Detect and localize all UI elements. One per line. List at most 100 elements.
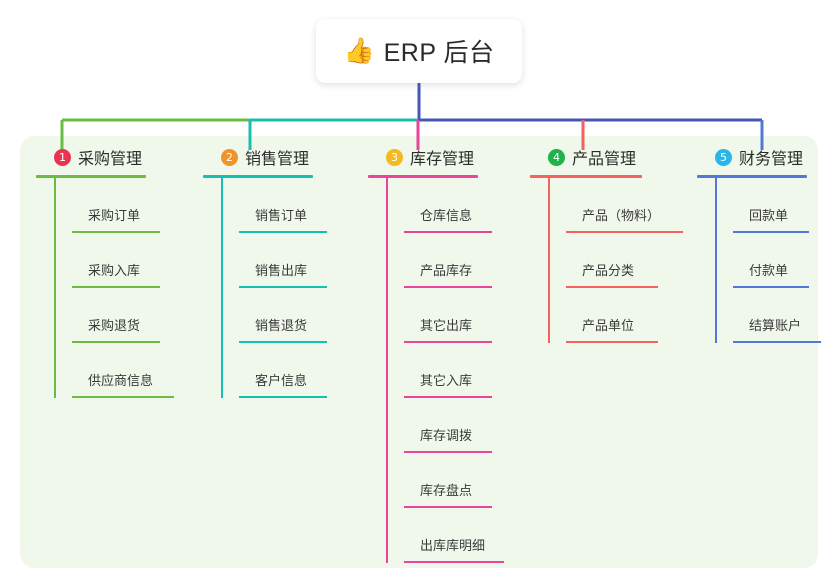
leaf-item[interactable]: 销售退货 [239,288,327,343]
leaf-item-rule [239,341,327,343]
diagram-background-panel [20,136,818,568]
column-items-4: 产品（物料） 产品分类产品单位 [530,178,683,343]
leaf-item-label: 销售出库 [255,263,308,278]
leaf-item-label: 销售退货 [255,318,308,333]
leaf-item[interactable]: 采购退货 [72,288,160,343]
leaf-item[interactable]: 付款单 [733,233,809,288]
leaf-item-rule [733,286,809,288]
column-header-5[interactable]: 5 财务管理 [697,145,807,169]
leaf-item[interactable]: 客户信息 [239,343,327,398]
leaf-item-label: 采购退货 [88,318,141,333]
column-items-2: 销售订单销售出库销售退货客户信息 [203,178,327,398]
leaf-item-rule [404,506,492,508]
column-1: 1 采购管理采购订单采购入库采购退货供应商信息 [36,145,174,398]
column-underline-1 [36,175,146,178]
leaf-item[interactable]: 库存调拨 [404,398,492,453]
leaf-item-rule [733,341,821,343]
column-3: 3 库存管理仓库信息产品库存其它出库其它入库库存调拨库存盘点出库库明细 [368,145,504,563]
leaf-item-rule [733,231,809,233]
leaf-item-label: 产品分类 [582,263,635,278]
column-number-badge-1: 1 [54,148,71,166]
leaf-item-label: 出库库明细 [420,538,486,553]
leaf-item[interactable]: 销售出库 [239,233,327,288]
leaf-item-label: 结算账户 [749,318,802,333]
leaf-item-rule [404,341,492,343]
column-trunk-4 [548,178,550,343]
leaf-item-rule [239,286,327,288]
column-number-badge-3: 3 [386,148,403,166]
leaf-item-label: 销售订单 [255,208,308,223]
column-5: 5 财务管理回款单付款单结算账户 [697,145,821,343]
column-title-4: 产品管理 [572,151,637,168]
leaf-item[interactable]: 其它入库 [404,343,492,398]
leaf-item-label: 回款单 [749,208,789,223]
column-title-3: 库存管理 [410,151,475,168]
leaf-item-label: 产品库存 [420,263,473,278]
leaf-item-rule [404,396,492,398]
column-header-2[interactable]: 2 销售管理 [203,145,313,169]
leaf-item-rule [566,286,658,288]
leaf-item[interactable]: 产品库存 [404,233,492,288]
leaf-item-rule [72,396,174,398]
leaf-item-label: 采购入库 [88,263,141,278]
column-number-badge-2: 2 [221,148,238,166]
leaf-item-rule [566,231,683,233]
column-items-1: 采购订单采购入库采购退货供应商信息 [36,178,174,398]
leaf-item-label: 仓库信息 [420,208,473,223]
leaf-item[interactable]: 采购订单 [72,178,160,233]
column-underline-3 [368,175,478,178]
leaf-item[interactable]: 结算账户 [733,288,821,343]
leaf-item-rule [72,231,160,233]
leaf-item[interactable]: 其它出库 [404,288,492,343]
column-trunk-3 [386,178,388,563]
column-underline-5 [697,175,807,178]
column-trunk-5 [715,178,717,343]
column-title-5: 财务管理 [739,151,804,168]
column-title-2: 销售管理 [245,151,310,168]
column-header-4[interactable]: 4 产品管理 [530,145,642,169]
leaf-item-rule [404,451,492,453]
thumbs-up-icon: 👍 [343,36,375,65]
column-4: 4 产品管理产品（物料） 产品分类产品单位 [530,145,683,343]
leaf-item-label: 付款单 [749,263,789,278]
leaf-item-rule [72,286,160,288]
leaf-item-rule [404,231,492,233]
column-items-5: 回款单付款单结算账户 [697,178,821,343]
leaf-item[interactable]: 仓库信息 [404,178,492,233]
leaf-item-label: 其它入库 [420,373,473,388]
leaf-item-label: 客户信息 [255,373,308,388]
leaf-item[interactable]: 产品分类 [566,233,658,288]
root-title: ERP 后台 [383,39,495,67]
column-2: 2 销售管理销售订单销售出库销售退货客户信息 [203,145,327,398]
leaf-item-rule [404,561,504,563]
leaf-item-rule [239,231,327,233]
leaf-item[interactable]: 采购入库 [72,233,160,288]
leaf-item-rule [72,341,160,343]
leaf-item-label: 供应商信息 [88,373,154,388]
leaf-item-rule [239,396,327,398]
leaf-item[interactable]: 产品（物料） [566,178,683,233]
column-title-1: 采购管理 [78,151,143,168]
column-header-1[interactable]: 1 采购管理 [36,145,146,169]
leaf-item-label: 采购订单 [88,208,141,223]
leaf-item[interactable]: 回款单 [733,178,809,233]
leaf-item-label: 产品（物料） [582,208,661,223]
column-header-3[interactable]: 3 库存管理 [368,145,478,169]
leaf-item[interactable]: 出库库明细 [404,508,504,563]
leaf-item[interactable]: 库存盘点 [404,453,492,508]
root-node[interactable]: 👍 ERP 后台 [316,19,522,83]
leaf-item-label: 产品单位 [582,318,635,333]
leaf-item-label: 其它出库 [420,318,473,333]
column-trunk-2 [221,178,223,398]
leaf-item-label: 库存调拨 [420,428,473,443]
column-underline-4 [530,175,642,178]
leaf-item[interactable]: 产品单位 [566,288,658,343]
leaf-item-label: 库存盘点 [420,483,473,498]
column-trunk-1 [54,178,56,398]
column-number-badge-4: 4 [548,148,565,166]
leaf-item[interactable]: 供应商信息 [72,343,174,398]
leaf-item[interactable]: 销售订单 [239,178,327,233]
leaf-item-rule [404,286,492,288]
column-number-badge-5: 5 [715,148,732,166]
column-items-3: 仓库信息产品库存其它出库其它入库库存调拨库存盘点出库库明细 [368,178,504,563]
